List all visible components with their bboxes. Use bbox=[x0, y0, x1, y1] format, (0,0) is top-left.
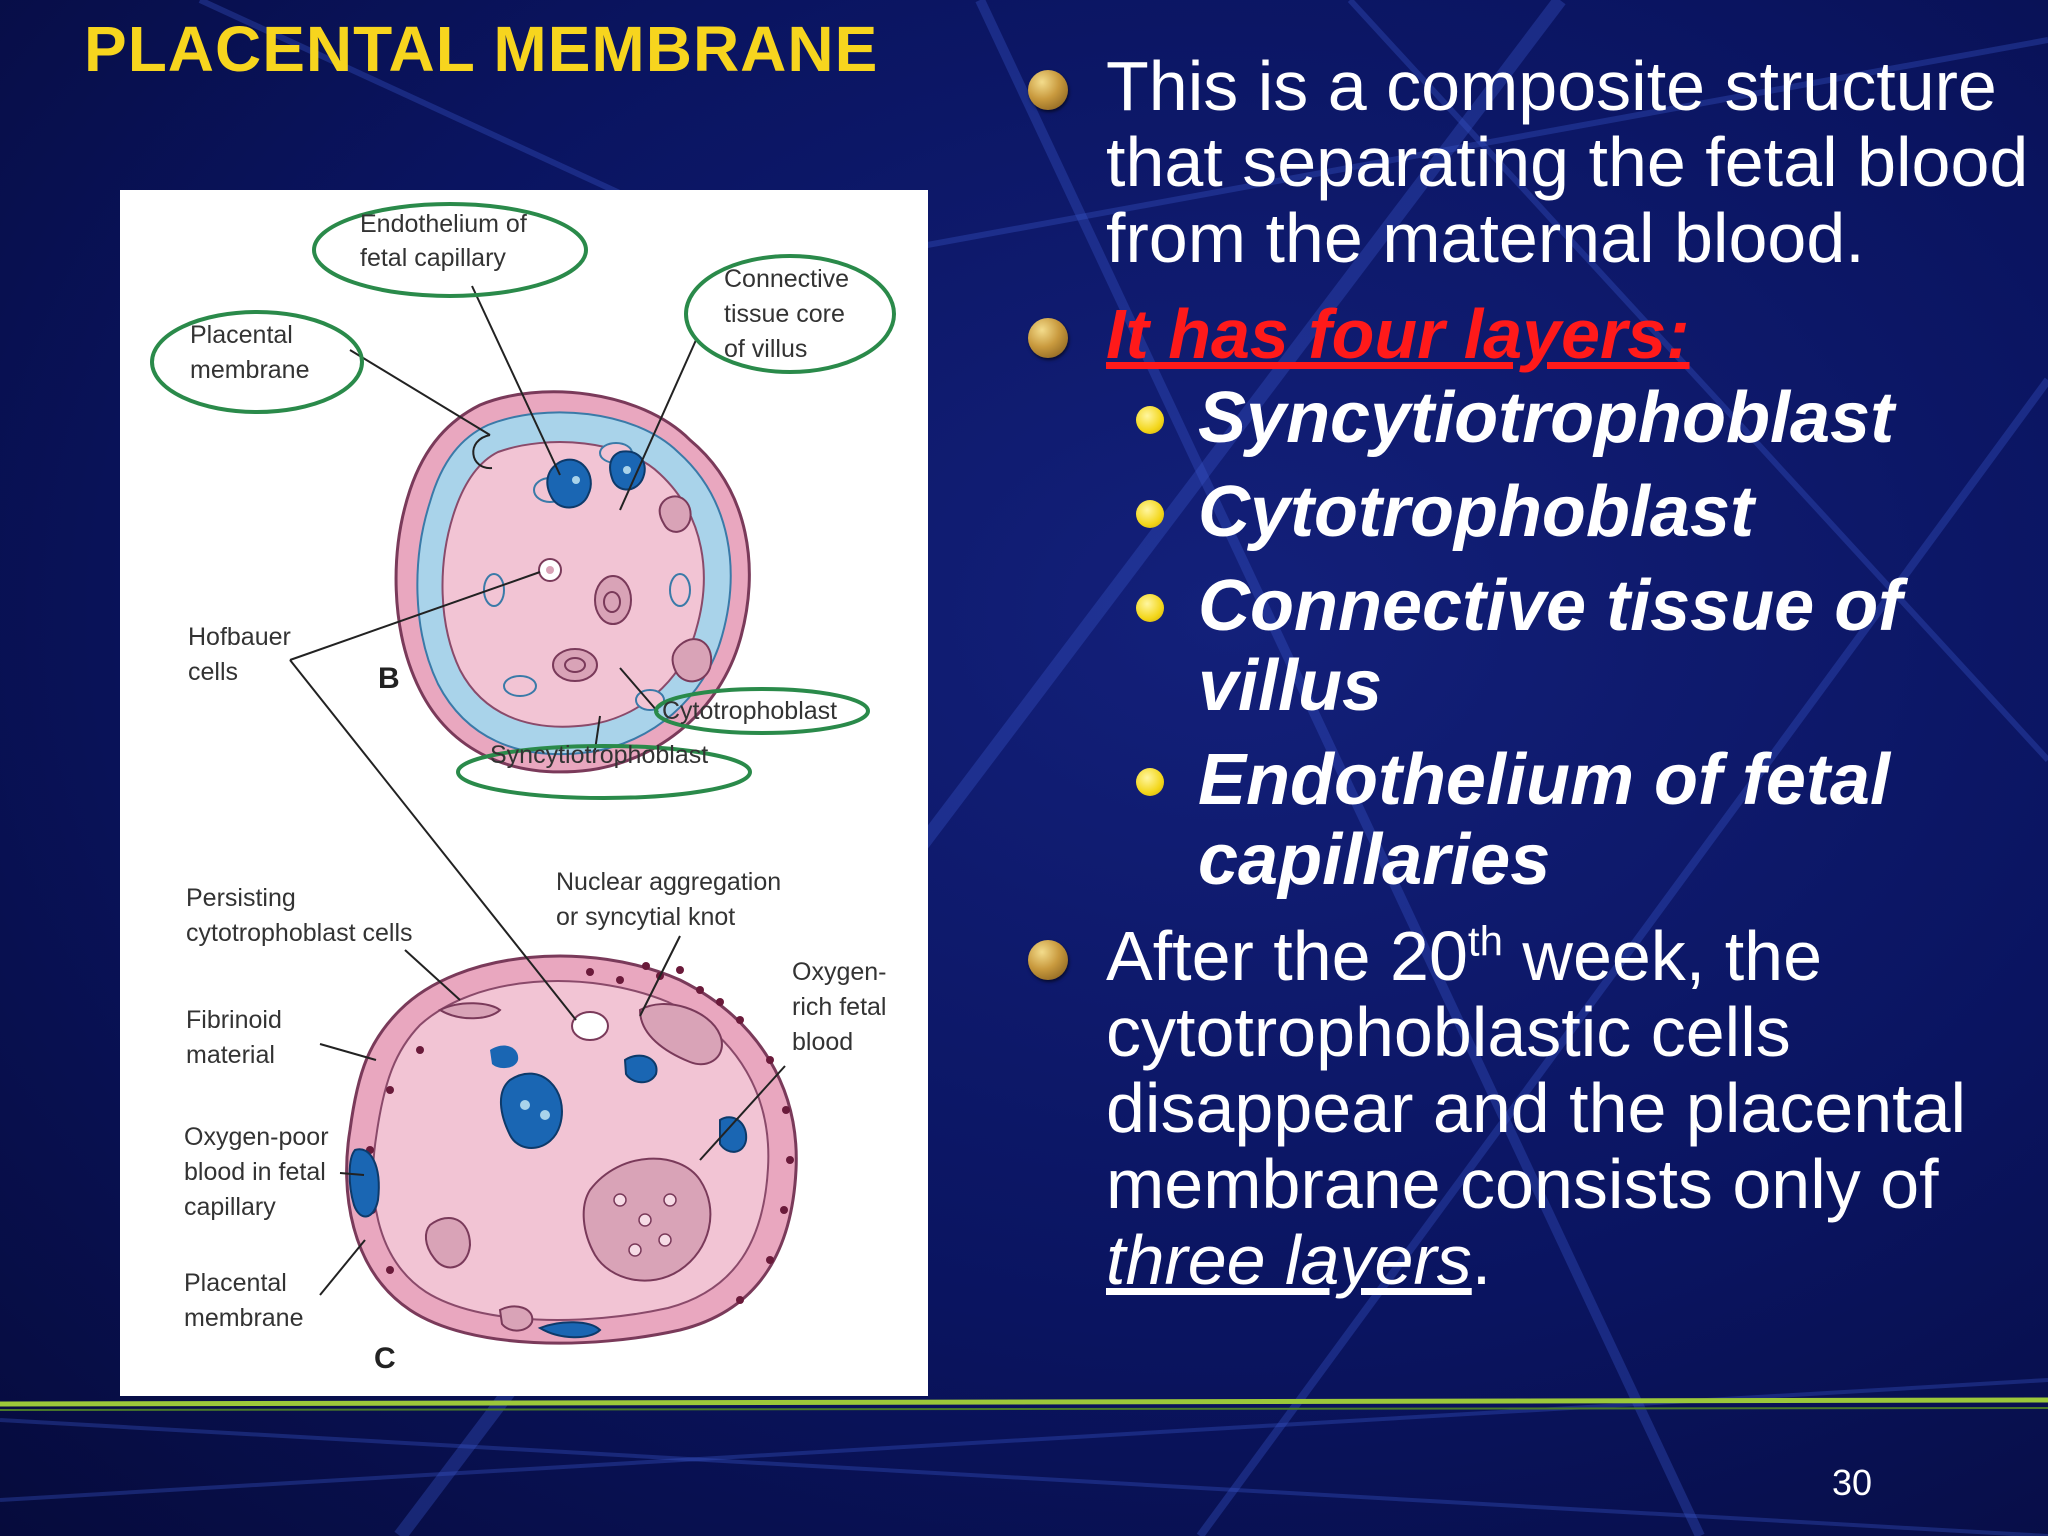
list-item: Connective tissue of villus bbox=[1020, 566, 2030, 726]
layer-text: Connective tissue of villus bbox=[1198, 566, 1903, 726]
label-cytotrophoblast: Cytotrophoblast bbox=[662, 697, 837, 725]
yellow-dot-icon bbox=[1136, 768, 1164, 796]
figure-letter-b: B bbox=[378, 662, 400, 695]
villus-b-illustration bbox=[394, 390, 751, 774]
slide-number: 30 bbox=[1831, 1462, 1872, 1503]
list-item: Syncytiotrophoblast bbox=[1020, 378, 2030, 458]
layer-text: Endothelium of fetal capillaries bbox=[1198, 740, 1890, 900]
yellow-dot-icon bbox=[1136, 500, 1164, 528]
villus-c-illustration bbox=[345, 954, 798, 1345]
bullet-text: This is a composite structure that separ… bbox=[1106, 47, 2029, 277]
bullet-text-middle: week, the cytotrophoblastic cells disapp… bbox=[1106, 917, 1967, 1223]
yellow-dot-icon bbox=[1136, 594, 1164, 622]
layers-list: Syncytiotrophoblast Cytotrophoblast Conn… bbox=[1020, 378, 2030, 900]
yellow-dot-icon bbox=[1136, 406, 1164, 434]
bullet-list: This is a composite structure that separ… bbox=[1020, 48, 2030, 1298]
highlight-ellipses bbox=[150, 202, 896, 800]
list-item: Cytotrophoblast bbox=[1020, 472, 2030, 552]
ordinal-superscript: th bbox=[1467, 917, 1503, 965]
bullet-composite-structure: This is a composite structure that separ… bbox=[1020, 48, 2030, 276]
bullet-ball-icon bbox=[1028, 70, 1068, 110]
bullet-text: It has four layers: bbox=[1106, 295, 1690, 373]
bullet-four-layers: It has four layers: bbox=[1020, 296, 2030, 372]
bullet-ball-icon bbox=[1028, 940, 1068, 980]
layer-text: Syncytiotrophoblast bbox=[1198, 378, 1895, 458]
figure-letter-c: C bbox=[374, 1342, 396, 1375]
leader-lines bbox=[289, 285, 786, 1296]
slide-title: PLACENTAL MEMBRANE bbox=[84, 13, 879, 85]
bullet-text-prefix: After the 20 bbox=[1106, 917, 1468, 995]
label-syncytiotrophoblast: Syncytiotrophoblast bbox=[490, 741, 708, 769]
layer-text: Cytotrophoblast bbox=[1198, 472, 1754, 552]
bullet-text-suffix: . bbox=[1471, 1221, 1492, 1299]
bullet-after-20th-week: After the 20th week, the cytotrophoblast… bbox=[1020, 918, 2030, 1298]
underlined-emphasis: three layers bbox=[1106, 1221, 1472, 1299]
bullet-ball-icon bbox=[1028, 318, 1068, 358]
list-item: Endothelium of fetal capillaries bbox=[1020, 740, 2030, 900]
